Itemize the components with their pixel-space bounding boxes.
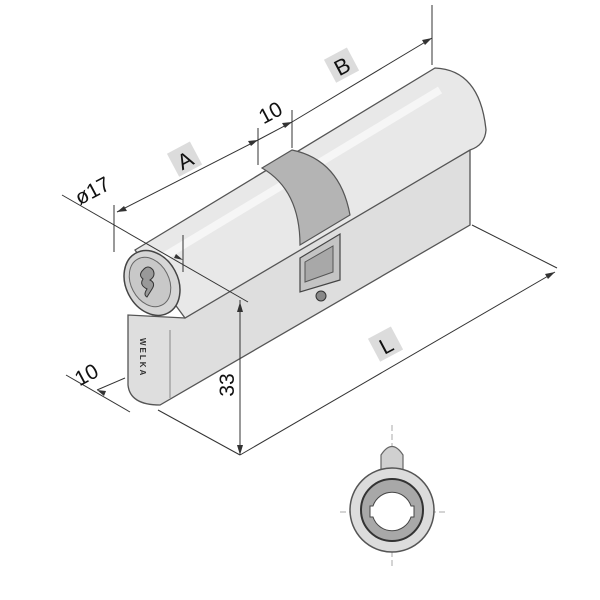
dimension-lines bbox=[61, 5, 558, 456]
label-b: B bbox=[323, 47, 360, 83]
profile-front-view bbox=[340, 425, 446, 568]
keyhole-icon bbox=[369, 491, 415, 532]
label-a: A bbox=[166, 141, 203, 177]
svg-text:33: 33 bbox=[216, 373, 239, 396]
svg-text:10: 10 bbox=[71, 360, 102, 391]
cam bbox=[299, 232, 341, 302]
cam-ring bbox=[260, 149, 351, 247]
label-gap: 10 bbox=[255, 98, 286, 129]
cylinder-front-face bbox=[123, 249, 181, 317]
keyway-icon bbox=[140, 266, 155, 298]
dimension-arrows bbox=[97, 38, 555, 455]
screw-hole bbox=[315, 290, 327, 302]
svg-text:10: 10 bbox=[255, 98, 286, 129]
label-profile-width: 10 bbox=[71, 360, 102, 391]
label-length: L bbox=[367, 326, 404, 362]
label-height: 33 bbox=[216, 373, 239, 396]
brand-logo: WELKA bbox=[138, 338, 147, 377]
